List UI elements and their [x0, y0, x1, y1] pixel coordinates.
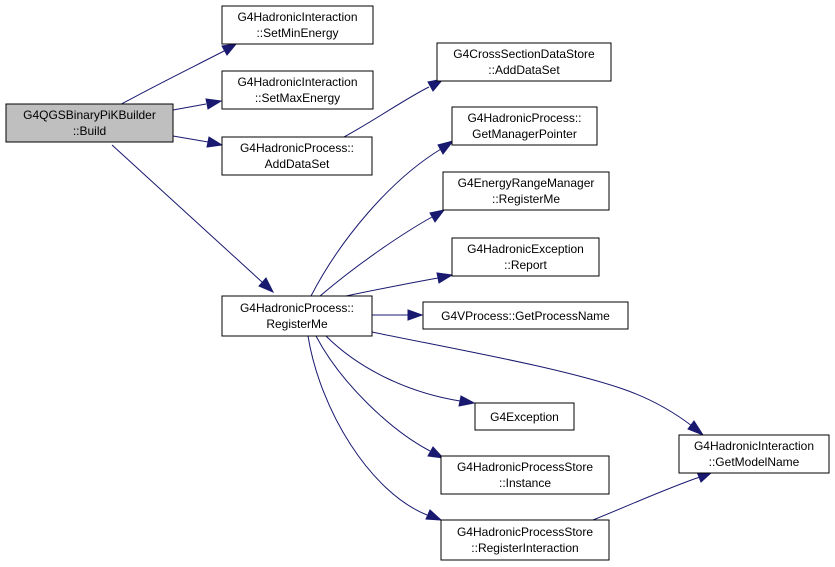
node-line: ::RegisterInteraction — [471, 541, 578, 555]
node-hps-registerinteraction[interactable]: G4HadronicProcessStore ::RegisterInterac… — [440, 519, 610, 561]
node-line: ::Instance — [499, 476, 551, 490]
svg-text:G4HadronicInteraction: G4HadronicInteraction — [237, 75, 357, 89]
svg-text:::AddDataSet: ::AddDataSet — [488, 63, 560, 77]
node-hp-adddataset[interactable]: G4HadronicProcess:: AddDataSet — [221, 136, 373, 176]
edges — [111, 43, 714, 521]
svg-text:G4HadronicInteraction: G4HadronicInteraction — [237, 10, 357, 24]
node-erm-registerme[interactable]: G4EnergyRangeManager ::RegisterMe — [442, 171, 610, 211]
node-line: ::AddDataSet — [488, 63, 560, 77]
svg-text:::SetMaxEnergy: ::SetMaxEnergy — [255, 91, 340, 105]
edge-build-regme — [111, 144, 263, 283]
node-getmanagerpointer[interactable]: G4HadronicProcess:: GetManagerPointer — [451, 106, 598, 146]
node-getprocessname[interactable]: G4VProcess::GetProcessName — [422, 301, 629, 330]
arrowhead — [427, 78, 445, 92]
node-setmin[interactable]: G4HadronicInteraction ::SetMinEnergy — [221, 5, 374, 45]
svg-text:AddDataSet: AddDataSet — [265, 157, 330, 171]
svg-text:RegisterMe: RegisterMe — [266, 317, 328, 331]
arrowhead — [429, 209, 446, 223]
svg-text:::SetMinEnergy: ::SetMinEnergy — [256, 26, 338, 40]
arrowhead — [221, 43, 238, 56]
node-setmax[interactable]: G4HadronicInteraction ::SetMaxEnergy — [221, 70, 374, 110]
node-line: G4HadronicProcessStore — [457, 525, 593, 539]
node-build[interactable]: G4QGSBinaryPiKBuilder ::Build — [5, 103, 174, 143]
arrowhead — [437, 140, 455, 155]
svg-text:::Report: ::Report — [504, 258, 547, 272]
svg-text:G4VProcess::GetProcessName: G4VProcess::GetProcessName — [441, 309, 610, 323]
edge-regme-hpsinst — [315, 335, 431, 452]
node-line: AddDataSet — [265, 157, 330, 171]
arrowhead — [458, 395, 476, 407]
svg-text:::Instance: ::Instance — [499, 476, 551, 490]
node-line: G4VProcess::GetProcessName — [441, 309, 610, 323]
node-line: ::GetModelName — [709, 455, 800, 469]
svg-text:G4HadronicProcessStore: G4HadronicProcessStore — [457, 525, 593, 539]
edge-regme-hexc — [345, 277, 439, 297]
edge-build-hpadd — [172, 135, 209, 143]
node-line: G4Exception — [490, 410, 559, 424]
node-line: ::Build — [73, 124, 106, 138]
svg-text:GetManagerPointer: GetManagerPointer — [472, 127, 577, 141]
node-line: G4QGSBinaryPiKBuilder — [23, 108, 156, 122]
edge-build-setmax — [172, 103, 207, 111]
arrowhead — [687, 420, 705, 437]
arrowhead — [205, 98, 223, 110]
node-line: G4HadronicProcess:: — [467, 111, 581, 125]
edge-regme-g4exc — [325, 335, 461, 402]
arrowhead — [206, 136, 224, 148]
node-line: ::SetMaxEnergy — [255, 91, 340, 105]
node-line: G4HadronicInteraction — [237, 75, 357, 89]
node-getmodelname[interactable]: G4HadronicInteraction ::GetModelName — [678, 434, 830, 474]
svg-text:G4Exception: G4Exception — [490, 410, 559, 424]
svg-text:::GetModelName: ::GetModelName — [709, 455, 800, 469]
svg-text:G4HadronicProcess::: G4HadronicProcess:: — [467, 111, 581, 125]
node-line: ::Report — [504, 258, 547, 272]
node-line: G4CrossSectionDataStore — [453, 47, 595, 61]
node-line: RegisterMe — [266, 317, 328, 331]
node-line: G4EnergyRangeManager — [458, 176, 595, 190]
svg-text:G4HadronicProcessStore: G4HadronicProcessStore — [457, 460, 593, 474]
svg-text:G4EnergyRangeManager: G4EnergyRangeManager — [458, 176, 595, 190]
node-cs-adddataset[interactable]: G4CrossSectionDataStore ::AddDataSet — [436, 42, 612, 82]
edge-regme-erm — [319, 216, 433, 297]
svg-text:G4HadronicProcess::: G4HadronicProcess:: — [240, 301, 354, 315]
edge-regme-modelname — [371, 331, 693, 427]
edge-hpadd-csadd — [343, 86, 430, 138]
node-line: ::RegisterMe — [492, 192, 560, 206]
node-line: ::SetMinEnergy — [256, 26, 338, 40]
svg-text:::Build: ::Build — [73, 124, 106, 138]
node-line: G4HadronicProcess:: — [240, 141, 354, 155]
svg-text:G4CrossSectionDataStore: G4CrossSectionDataStore — [453, 47, 595, 61]
edge-hpsreg-modelname — [592, 476, 701, 521]
svg-text:G4HadronicException: G4HadronicException — [467, 242, 584, 256]
arrowhead — [427, 446, 445, 459]
edge-regme-getmgr — [310, 148, 442, 297]
arrowhead — [258, 277, 275, 293]
node-line: G4HadronicException — [467, 242, 584, 256]
node-line: G4HadronicInteraction — [237, 10, 357, 24]
node-line: G4HadronicProcessStore — [457, 460, 593, 474]
arrowhead — [436, 272, 454, 284]
svg-text:G4QGSBinaryPiKBuilder: G4QGSBinaryPiKBuilder — [23, 108, 156, 122]
arrowhead — [425, 509, 443, 521]
svg-text:G4HadronicProcess::: G4HadronicProcess:: — [240, 141, 354, 155]
svg-text:::RegisterMe: ::RegisterMe — [492, 192, 560, 206]
arrowhead — [407, 309, 424, 321]
svg-text:G4HadronicInteraction: G4HadronicInteraction — [694, 439, 814, 453]
node-exception-report[interactable]: G4HadronicException ::Report — [451, 237, 600, 277]
node-g4exception[interactable]: G4Exception — [474, 402, 575, 431]
edge-build-setmin — [117, 49, 227, 107]
node-line: G4HadronicInteraction — [694, 439, 814, 453]
node-hp-registerme[interactable]: G4HadronicProcess:: RegisterMe — [221, 295, 373, 337]
node-hps-instance[interactable]: G4HadronicProcessStore ::Instance — [440, 455, 610, 495]
node-line: GetManagerPointer — [472, 127, 577, 141]
edge-regme-hpsreg — [307, 335, 428, 516]
svg-text:::RegisterInteraction: ::RegisterInteraction — [471, 541, 578, 555]
node-line: G4HadronicProcess:: — [240, 301, 354, 315]
